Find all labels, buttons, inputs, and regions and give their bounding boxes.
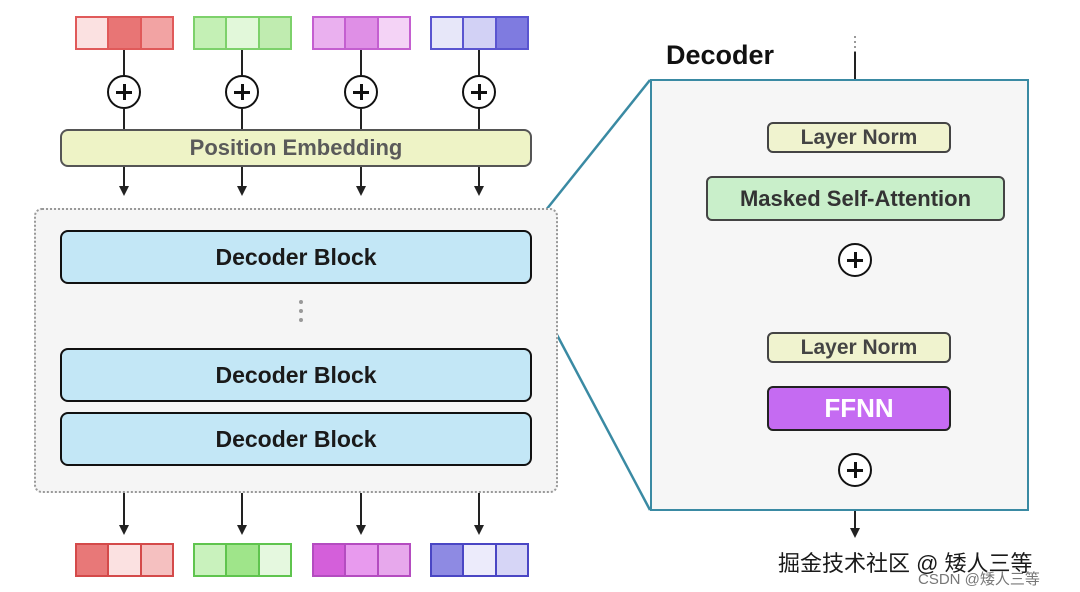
masked-self-attention-box: Masked Self-Attention [706,176,1005,221]
token-cell [195,545,226,575]
watermark-text: 掘金技术社区 @ 矮人三等 [778,551,1033,576]
token-cell [225,545,258,575]
decoder-block-2: Decoder Block [60,348,532,402]
input-token-2 [193,16,292,50]
token-cell [257,18,290,48]
output-token-4 [430,543,529,577]
decoder-panel-title: Decoder [666,40,775,70]
add-icon-2 [225,75,259,109]
token-cell [139,545,172,575]
residual-add-icon-1 [838,243,872,277]
token-cell [314,18,345,48]
decoder-block-3: Decoder Block [60,412,532,466]
token-cell [225,18,258,48]
add-icon-1 [107,75,141,109]
zoom-line-top [529,79,651,231]
token-cell [77,545,108,575]
ffnn-box: FFNN [767,386,951,431]
add-icon-3 [344,75,378,109]
watermark-small-text: CSDN @矮人三等 [918,571,1040,588]
more-blocks-ellipsis [299,300,303,322]
token-cell [462,18,495,48]
position-embedding-box: Position Embedding [60,129,532,167]
decoder-block-1: Decoder Block [60,230,532,284]
token-cell [432,545,463,575]
input-token-4 [430,16,529,50]
token-cell [462,545,495,575]
token-cell [195,18,226,48]
token-cell [314,545,345,575]
token-cell [344,545,377,575]
layer-norm-1: Layer Norm [767,122,951,153]
token-cell [494,545,527,575]
token-cell [432,18,463,48]
layer-norm-2: Layer Norm [767,332,951,363]
token-cell [344,18,377,48]
token-cell [107,545,140,575]
token-cell [107,18,140,48]
input-token-3 [312,16,411,50]
token-cell [376,18,409,48]
token-cell [494,18,527,48]
output-token-1 [75,543,174,577]
token-cell [376,545,409,575]
output-token-3 [312,543,411,577]
token-cell [139,18,172,48]
add-icon-4 [462,75,496,109]
output-token-2 [193,543,292,577]
token-cell [77,18,108,48]
token-cell [257,545,290,575]
residual-add-icon-2 [838,453,872,487]
input-token-1 [75,16,174,50]
